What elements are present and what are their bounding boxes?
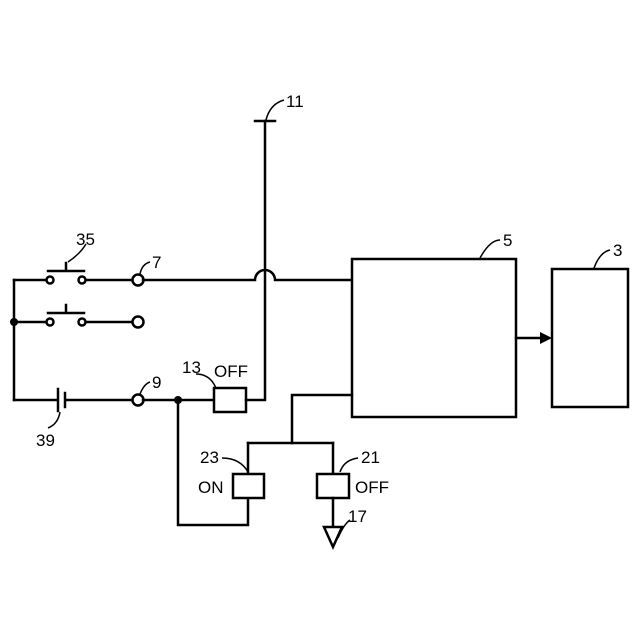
label-21: 21	[361, 448, 380, 467]
label-13: 13	[182, 358, 201, 377]
label-23-state: ON	[198, 478, 224, 497]
label-11: 11	[286, 92, 304, 111]
label-13-state: OFF	[214, 362, 248, 381]
leader-39	[48, 412, 60, 428]
switch-35-actuator	[48, 263, 84, 271]
leader-7	[140, 262, 150, 274]
label-7: 7	[152, 253, 161, 272]
ground-17	[324, 527, 342, 547]
label-23: 23	[200, 448, 219, 467]
switch-2-contact-left	[47, 319, 54, 326]
wire-terminal-7-to-block-5	[143, 270, 352, 280]
switch-35-contact-right	[79, 277, 86, 284]
label-35: 35	[76, 230, 95, 249]
switch-21-box	[317, 474, 349, 498]
open-terminal	[133, 317, 144, 328]
leader-3	[594, 250, 610, 268]
label-21-state: OFF	[355, 478, 389, 497]
label-39: 39	[36, 431, 55, 450]
leader-5	[480, 240, 500, 258]
leader-9	[140, 382, 150, 394]
leader-11	[266, 100, 284, 120]
wire-block-5-to-switches	[292, 395, 352, 443]
label-17: 17	[348, 507, 367, 526]
block-3	[552, 269, 628, 407]
block-5	[352, 259, 516, 417]
wire-switch-13-to-antenna	[246, 121, 265, 400]
label-9: 9	[152, 373, 161, 392]
switch-23-box	[233, 474, 264, 498]
leader-23	[222, 458, 248, 472]
label-3: 3	[613, 241, 622, 260]
switch-13-box	[214, 388, 246, 412]
arrowhead	[540, 332, 552, 344]
label-5: 5	[503, 231, 512, 250]
leader-21	[340, 458, 358, 472]
switch-2-contact-right	[79, 319, 86, 326]
switch-2-actuator	[48, 305, 84, 313]
switch-35-contact-left	[47, 277, 54, 284]
